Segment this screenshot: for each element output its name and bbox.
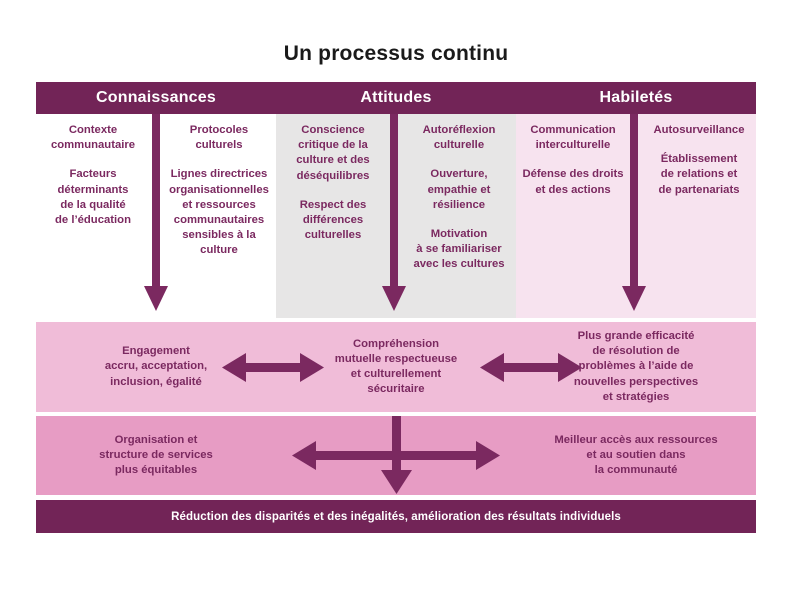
header-bar: Connaissances Attitudes Habiletés bbox=[36, 82, 756, 114]
header-cell-attitudes: Attitudes bbox=[360, 89, 432, 106]
header-cell-habiletes: Habiletés bbox=[599, 89, 673, 106]
page-title: Un processus continu bbox=[283, 42, 509, 65]
list-item: Autosurveillance bbox=[653, 124, 745, 136]
header-cell-connaissances: Connaissances bbox=[96, 89, 216, 106]
bottom-summary-bar: Réduction des disparités et des inégalit… bbox=[36, 500, 756, 533]
